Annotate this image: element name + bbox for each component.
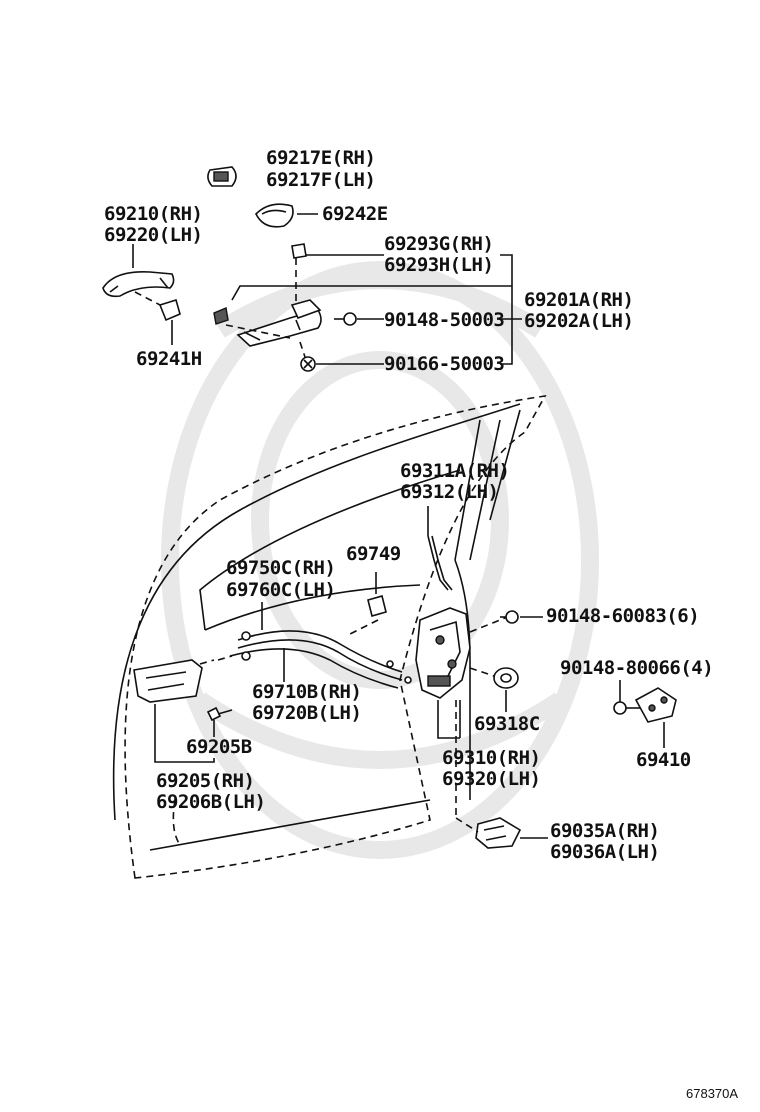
handle-69210-icon — [102, 271, 175, 298]
frame-69201-icon — [213, 299, 322, 347]
door-outline — [112, 394, 547, 879]
label-69210: 69210(RH) — [104, 203, 202, 225]
pad-69241h-icon — [158, 298, 181, 322]
label-69311a: 69311A(RH) — [400, 460, 509, 482]
cover-69035a-icon — [475, 817, 522, 849]
label-69293h: 69293H(LH) — [384, 254, 493, 276]
label-69202a: 69202A(LH) — [524, 310, 633, 332]
label-69410: 69410 — [636, 749, 691, 771]
label-69312: 69312(LH) — [400, 481, 498, 503]
label-69320: 69320(LH) — [442, 768, 540, 790]
handle-69205-icon — [133, 659, 203, 703]
labels: 69217E(RH) 69217F(LH) 69242E 69210(RH) 6… — [104, 147, 738, 1101]
rod-69311-icon — [427, 535, 453, 591]
label-69760c: 69760C(LH) — [226, 579, 335, 601]
label-69217e: 69217E(RH) — [266, 147, 375, 169]
cable-69750-icon — [229, 630, 412, 689]
screw-90166-50003-icon — [300, 356, 316, 372]
striker-69410-icon — [634, 687, 677, 723]
label-69241h: 69241H — [136, 348, 202, 370]
label-69205: 69205(RH) — [156, 770, 254, 792]
label-69293g: 69293G(RH) — [384, 233, 493, 255]
screw-90148-80066-icon — [613, 680, 627, 715]
label-90148-60083: 90148-60083(6) — [546, 605, 699, 627]
label-69310: 69310(RH) — [442, 747, 540, 769]
reference-code: 678370A — [686, 1086, 738, 1101]
label-69205b: 69205B — [186, 736, 252, 758]
screw-90148-50003-icon — [334, 312, 357, 326]
lock-69310-icon — [415, 607, 471, 699]
screw-69293-icon — [291, 243, 307, 259]
bolt-69205b-icon — [206, 706, 233, 722]
washer-69318c-icon — [493, 667, 519, 689]
label-69206b: 69206B(LH) — [156, 791, 265, 813]
cap-69217-icon — [207, 166, 237, 187]
label-69318c: 69318C — [474, 713, 540, 735]
label-69710b: 69710B(RH) — [252, 681, 361, 703]
label-90166-50003: 90166-50003 — [384, 353, 504, 375]
label-69035a: 69035A(RH) — [550, 820, 659, 842]
watermark-emblem — [161, 261, 599, 859]
label-69242e: 69242E — [322, 203, 388, 225]
pad-69242e-icon — [255, 203, 294, 228]
label-69220: 69220(LH) — [104, 224, 202, 246]
clip-69749-icon — [367, 572, 387, 617]
label-69201a: 69201A(RH) — [524, 289, 633, 311]
screw-90148-60083-icon — [500, 610, 519, 624]
label-90148-50003: 90148-50003 — [384, 309, 504, 331]
label-69036a: 69036A(LH) — [550, 841, 659, 863]
label-69217f: 69217F(LH) — [266, 169, 375, 191]
label-90148-80066: 90148-80066(4) — [560, 657, 713, 679]
label-69749: 69749 — [346, 543, 401, 565]
label-69720b: 69720B(LH) — [252, 702, 361, 724]
label-69750c: 69750C(RH) — [226, 557, 335, 579]
